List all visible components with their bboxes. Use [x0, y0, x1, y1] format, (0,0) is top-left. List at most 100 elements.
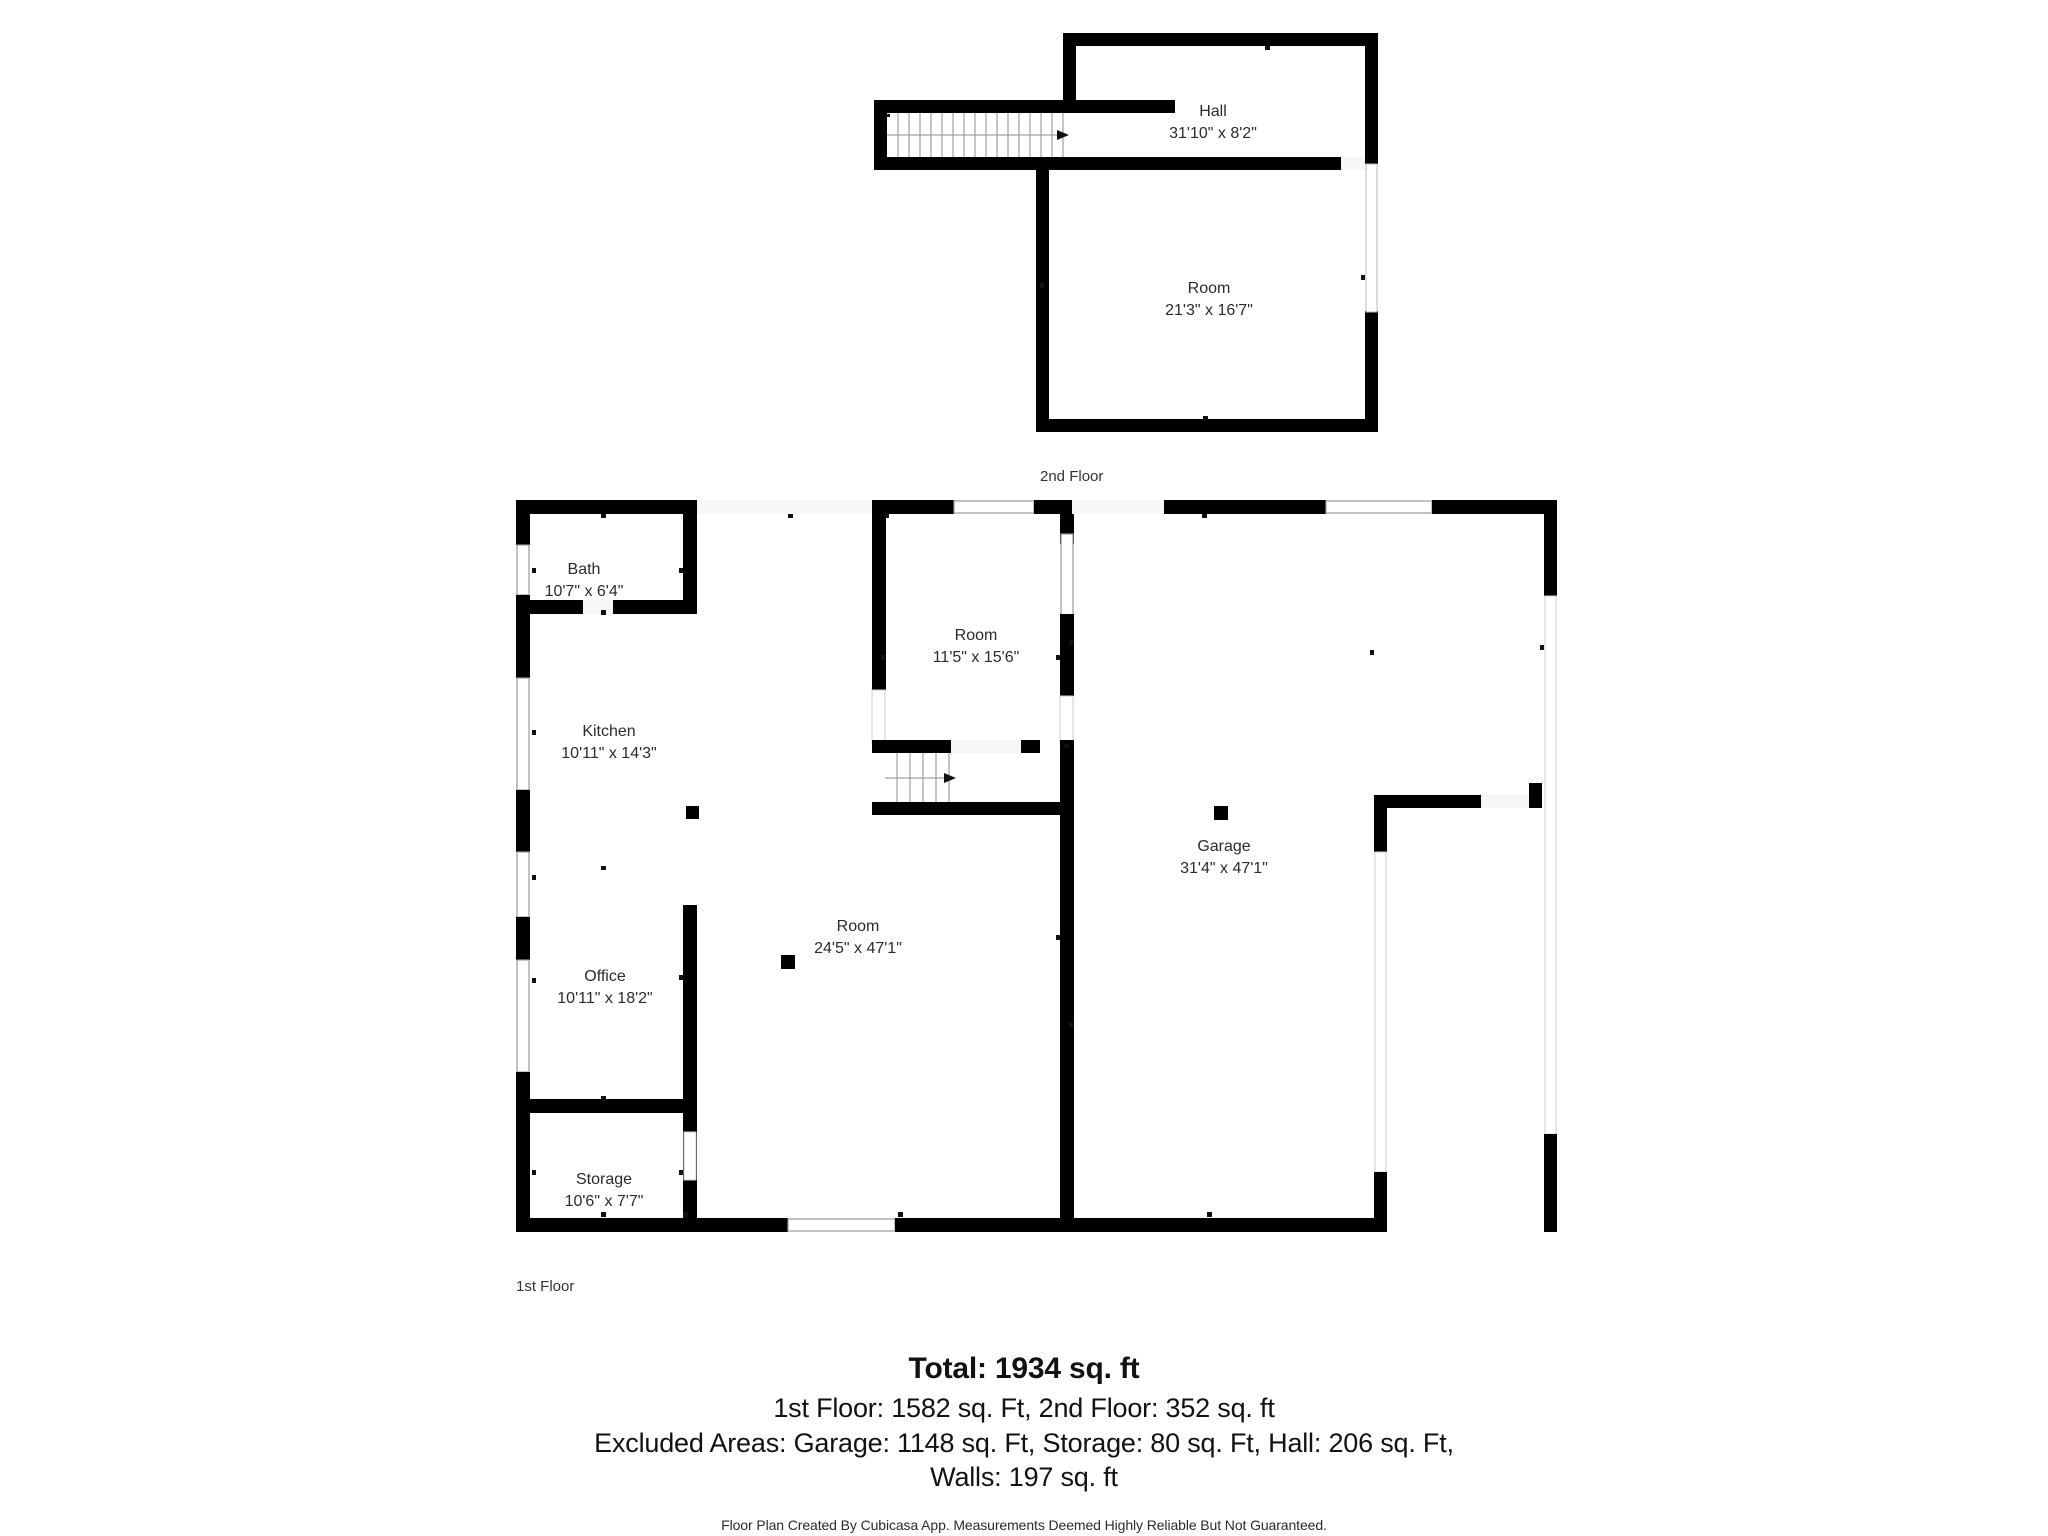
- wall-1f-centerroom-left: [872, 500, 886, 690]
- wall-1f-bath-bottom-a: [516, 600, 583, 614]
- area-summary: Total: 1934 sq. ft 1st Floor: 1582 sq. F…: [0, 1352, 2048, 1533]
- room-label-office: Office 10'11" x 18'2": [557, 966, 652, 1009]
- room-name-office: Office: [584, 968, 626, 985]
- wall-1f-left-a: [516, 500, 530, 545]
- room-label-garage: Garage 31'4" x 47'1": [1180, 836, 1268, 879]
- wall-2f-stair-left: [874, 100, 887, 170]
- room-label-room-main: Room 24'5" x 47'1": [814, 916, 902, 959]
- room-label-hall: Hall 31'10" x 8'2": [1169, 101, 1257, 144]
- window-1f-top-b: [1325, 500, 1433, 514]
- door-1f-storage: [683, 1131, 697, 1181]
- wall-1f-garage-left-lower: [1374, 1172, 1387, 1232]
- opening-1f-garage-notch: [1481, 795, 1529, 808]
- opening-1f-centerroom-bottom: [951, 740, 1021, 753]
- wall-1f-garage-notch-left: [1374, 795, 1387, 852]
- stair-direction-arrow-2f: [1057, 130, 1069, 140]
- room-label-bath: Bath 10'7" x 6'4": [545, 559, 624, 602]
- room-dimensions-storage: 10'6" x 7'7": [564, 1192, 644, 1210]
- room-dimensions-room-2f: 21'3" x 16'7": [1165, 301, 1253, 319]
- wall-1f-top-a: [516, 500, 697, 514]
- wall-1f-centerroom-right-b: [1060, 614, 1074, 696]
- wall-2f-hall-bottom: [1036, 157, 1341, 170]
- wall-2f-hall-top: [1063, 100, 1175, 113]
- window-1f-top-a: [953, 500, 1035, 514]
- room-name-room-2f: Room: [1187, 280, 1231, 297]
- wall-1f-centerroom-bottom-b: [1021, 740, 1040, 753]
- staircase-1f: [885, 753, 962, 802]
- wall-1f-top-e: [1432, 500, 1557, 514]
- garage-door-right: [1544, 595, 1557, 1135]
- wall-1f-top-c: [1034, 500, 1072, 514]
- wall-1f-garage-notch-top-a: [1374, 795, 1481, 808]
- wall-2f-right-joint: [1365, 157, 1378, 164]
- window-1f-left-2: [516, 677, 530, 791]
- wall-2f-room-bottom: [1036, 419, 1378, 432]
- room-label-kitchen: Kitchen 10'11" x 14'3": [561, 721, 656, 764]
- room-dimensions-room-main: 24'5" x 47'1": [814, 939, 902, 957]
- column-1f-room: [781, 955, 795, 969]
- wall-2f-hall-left: [1063, 33, 1076, 100]
- wall-1f-centerroom-bottom-a: [872, 740, 951, 753]
- second-floor-plan: [874, 33, 1378, 432]
- wall-ticks-2f: [886, 46, 1365, 420]
- garage-door-left: [1374, 851, 1387, 1173]
- wall-2f-stair-top: [874, 100, 1076, 113]
- floor-label-1st: 1st Floor: [516, 1278, 575, 1295]
- summary-excluded-1: Excluded Areas: Garage: 1148 sq. Ft, Sto…: [594, 1427, 1454, 1458]
- summary-total: Total: 1934 sq. ft: [908, 1352, 1140, 1385]
- room-label-room-2f: Room 21'3" x 16'7": [1165, 278, 1253, 321]
- floor-label-2nd: 2nd Floor: [1040, 468, 1104, 485]
- wall-1f-left-b: [516, 595, 530, 678]
- wall-ticks-1f: [532, 514, 1544, 1217]
- opening-1f-top-a: [697, 500, 872, 514]
- room-label-room-upper-center: Room 11'5" x 15'6": [933, 625, 1020, 668]
- wall-2f-top: [1063, 33, 1378, 46]
- room-label-storage: Storage 10'6" x 7'7": [565, 1169, 644, 1212]
- room-dimensions-bath: 10'7" x 6'4": [544, 582, 624, 600]
- room-dimensions-garage: 31'4" x 47'1": [1180, 859, 1268, 877]
- stair-direction-arrow-1f: [944, 773, 956, 783]
- wall-1f-stair-bottom: [872, 802, 1074, 815]
- room-name-garage: Garage: [1197, 838, 1251, 855]
- room-name-hall: Hall: [1199, 103, 1227, 120]
- window-2f-right: [1365, 163, 1378, 313]
- wall-1f-right-lower: [1544, 1134, 1557, 1232]
- wall-1f-left-c: [516, 790, 530, 852]
- wall-1f-garage-notch-corner: [1529, 783, 1542, 808]
- room-dimensions-office: 10'11" x 18'2": [557, 989, 653, 1007]
- wall-1f-bottom-b: [895, 1218, 1377, 1232]
- window-1f-left-3: [516, 851, 530, 918]
- staircase-2f: [887, 113, 1069, 157]
- opening-2f-hall-bottom: [1341, 157, 1365, 170]
- window-1f-left-1: [516, 544, 530, 596]
- column-1f-kitchen: [686, 806, 699, 819]
- wall-2f-room-left: [1036, 157, 1049, 432]
- wall-2f-stair-bottom: [874, 157, 1036, 170]
- room-dimensions-kitchen: 10'11" x 14'3": [561, 744, 657, 762]
- opening-1f-top-b: [1072, 500, 1164, 514]
- room-name-storage: Storage: [575, 1171, 633, 1188]
- wall-2f-right-upper: [1365, 33, 1378, 164]
- wall-1f-bottom-a: [516, 1218, 788, 1232]
- opening-1f-centerroom-right: [1059, 695, 1074, 745]
- room-name-room-upper-center: Room: [954, 627, 998, 644]
- room-name-bath: Bath: [567, 561, 601, 578]
- wall-1f-room-garage-divider: [1060, 815, 1074, 1232]
- wall-1f-left-d: [516, 917, 530, 960]
- wall-1f-top-d: [1164, 500, 1326, 514]
- opening-1f-centerroom-left: [871, 689, 886, 743]
- room-dimensions-room-upper-center: 11'5" x 15'6": [932, 648, 1020, 666]
- wall-1f-left-e: [516, 1072, 530, 1232]
- window-1f-bottom: [787, 1218, 896, 1232]
- summary-floors: 1st Floor: 1582 sq. Ft, 2nd Floor: 352 s…: [773, 1393, 1275, 1423]
- wall-1f-right-upper: [1544, 500, 1557, 596]
- room-name-kitchen: Kitchen: [582, 723, 636, 740]
- wall-1f-top-b: [872, 500, 954, 514]
- summary-credit: Floor Plan Created By Cubicasa App. Meas…: [721, 1516, 1327, 1533]
- wall-2f-room-right-lower: [1365, 311, 1378, 432]
- window-1f-centerroom-right: [1060, 533, 1074, 617]
- column-1f-garage: [1214, 806, 1228, 820]
- summary-excluded-2: Walls: 197 sq. ft: [930, 1462, 1118, 1493]
- room-dimensions-hall: 31'10" x 8'2": [1169, 124, 1257, 142]
